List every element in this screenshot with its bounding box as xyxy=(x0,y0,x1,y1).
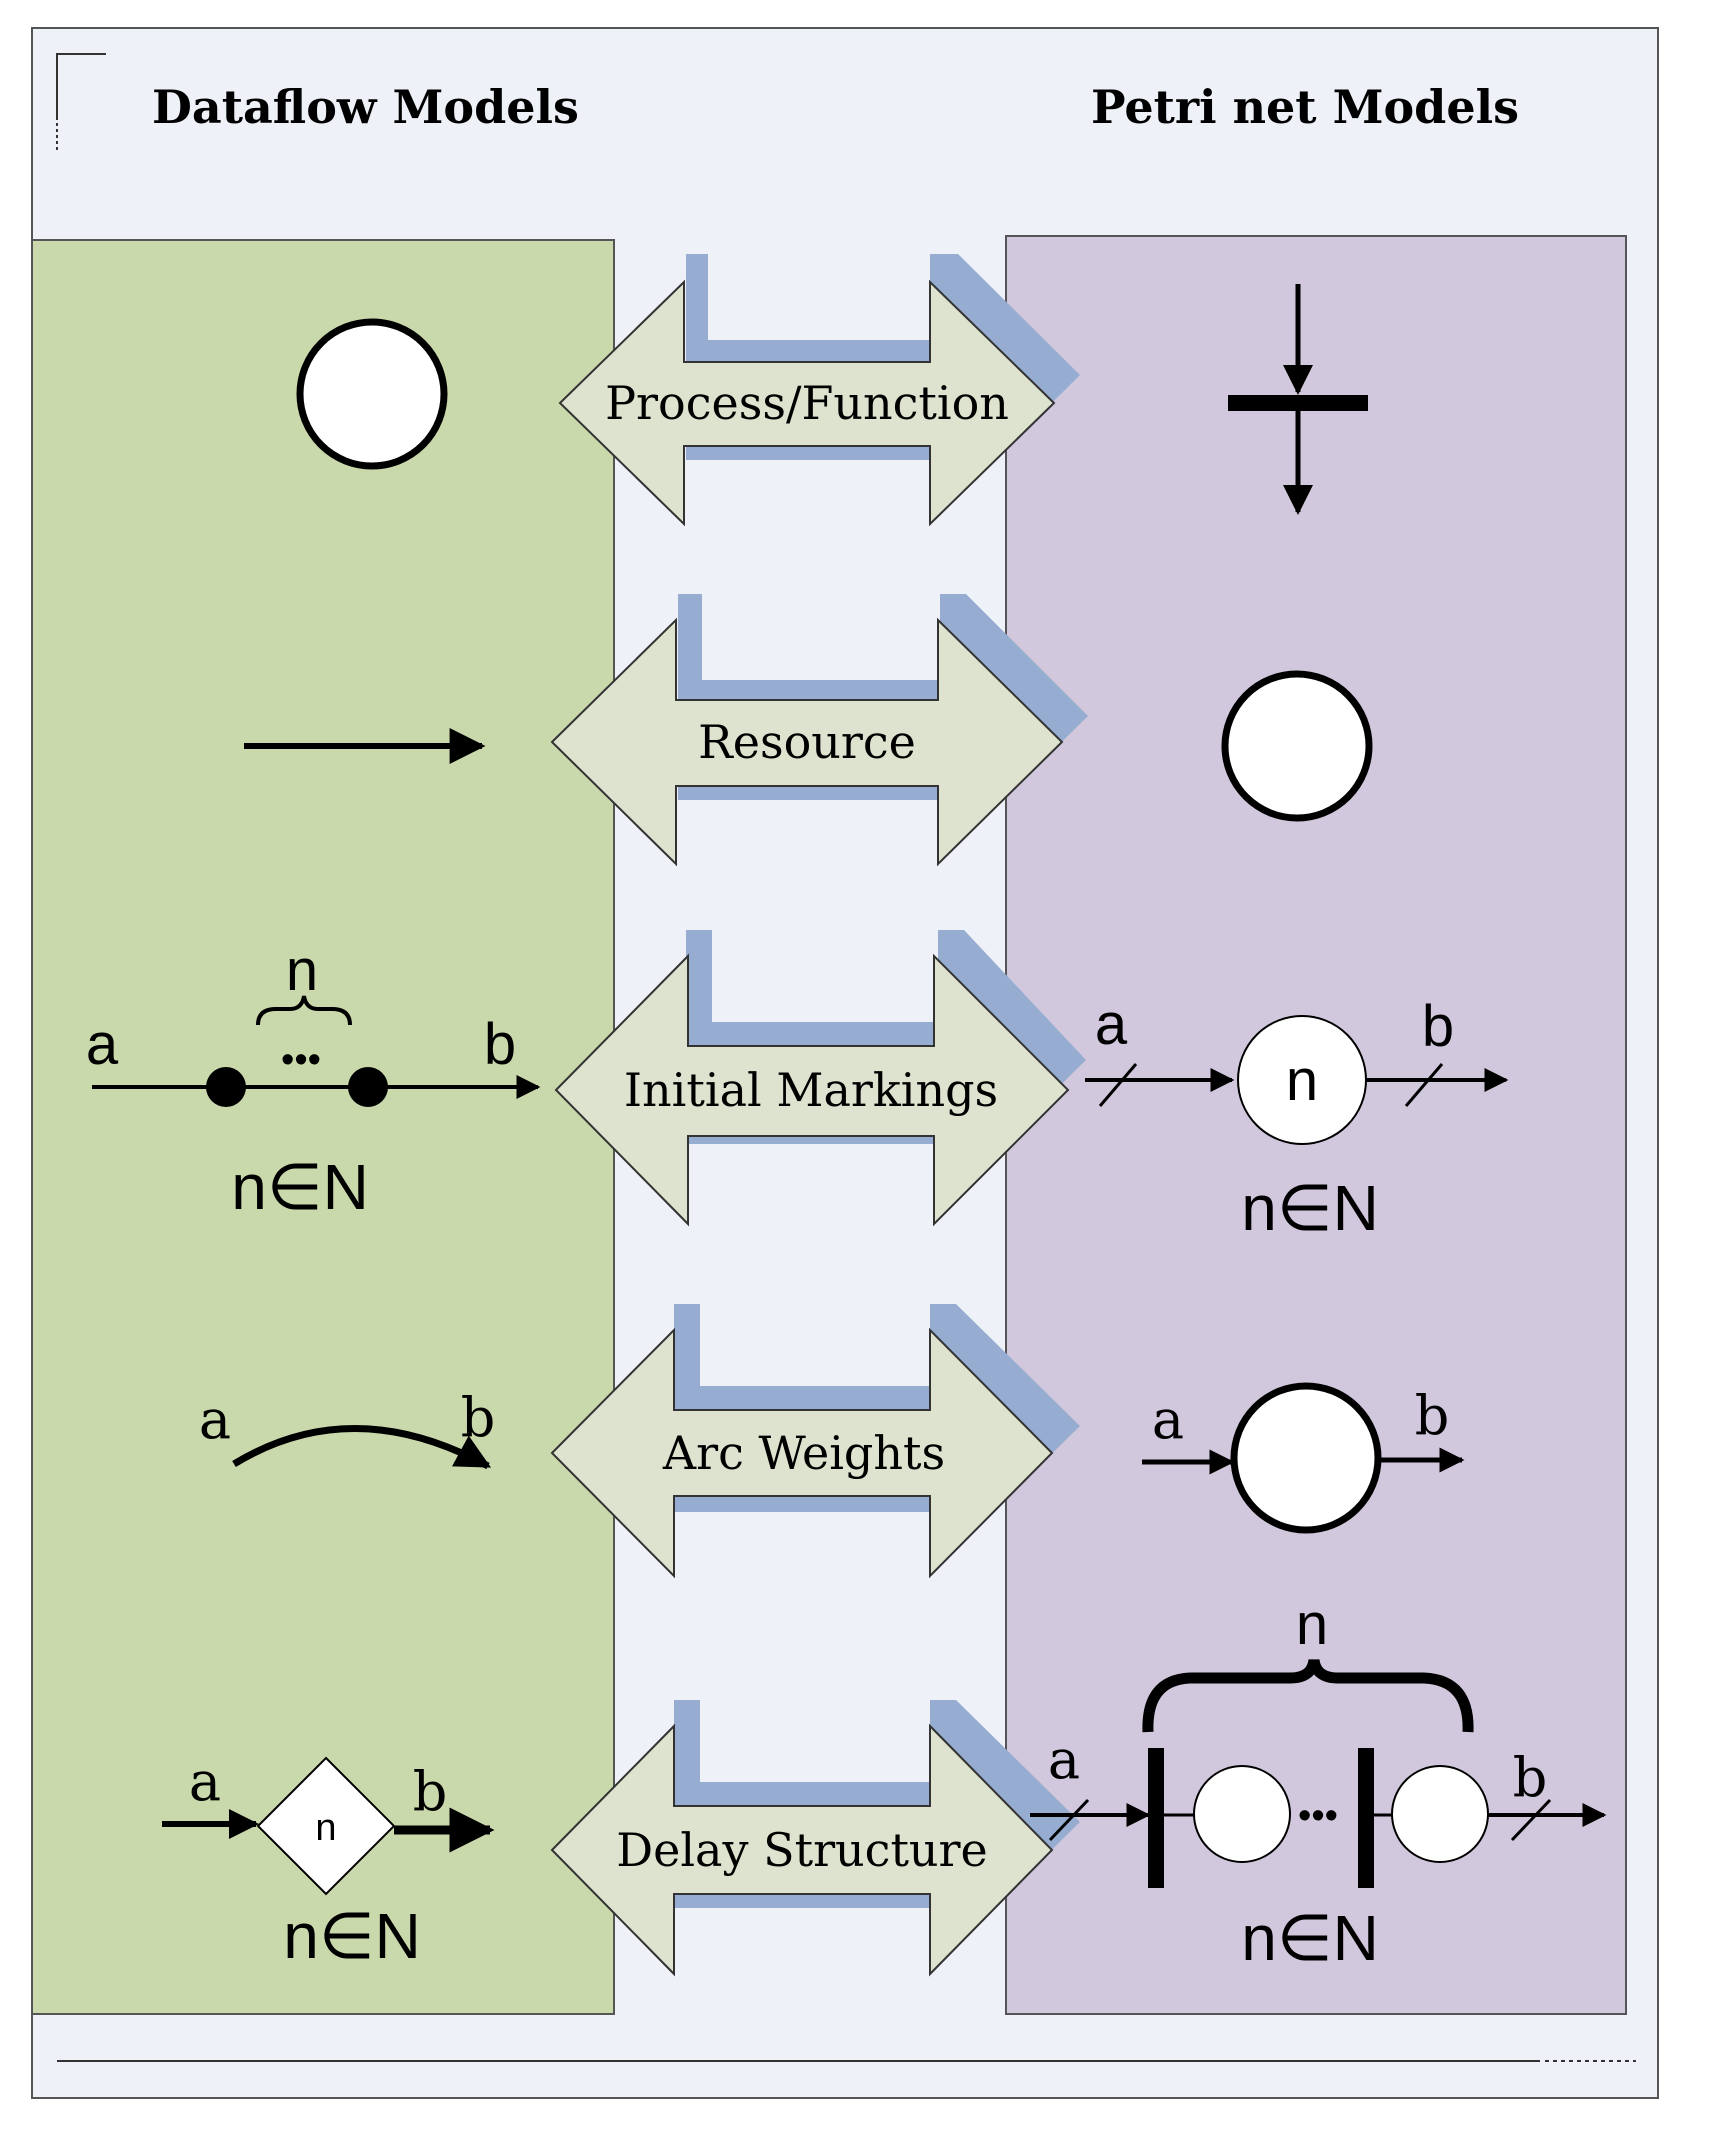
set-label: n∈N xyxy=(1241,1902,1379,1974)
ellipsis-dots: ••• xyxy=(1298,1795,1338,1837)
arrow-initial-markings: Initial Markings xyxy=(554,930,1086,1227)
weight-slash xyxy=(1404,1063,1444,1107)
petri-delay-chain: ••• n a b n∈N xyxy=(1030,1592,1607,1974)
transition-bar xyxy=(1148,1748,1164,1888)
corner-mark xyxy=(56,53,106,152)
diamond-label-n: n xyxy=(315,1807,336,1849)
petri-weighted-place: a b xyxy=(1142,1382,1465,1534)
label-b: b xyxy=(413,1760,448,1823)
place-circle xyxy=(1193,1765,1291,1863)
label-a: a xyxy=(189,1750,221,1813)
place-label-n: n xyxy=(1286,1048,1318,1113)
dataflow-weighted-arc: a b xyxy=(199,1386,496,1470)
arrow-label: Delay Structure xyxy=(616,1823,988,1877)
label-a: a xyxy=(1095,992,1128,1057)
place-circle xyxy=(1230,1382,1382,1534)
transition-bar xyxy=(1228,395,1368,411)
label-a: a xyxy=(1152,1388,1184,1451)
set-label: n∈N xyxy=(1241,1172,1379,1244)
label-b: b xyxy=(1415,1384,1450,1447)
label-a: a xyxy=(1048,1728,1080,1791)
petri-place-circle xyxy=(1221,670,1373,822)
brace xyxy=(256,995,352,1026)
dataflow-delay: n a b n∈N xyxy=(162,1750,495,1972)
label-a: a xyxy=(199,1388,231,1451)
set-label: n∈N xyxy=(231,1151,369,1223)
double-arrow-shape xyxy=(550,1723,1054,1977)
header-petri-net-models: Petri net Models xyxy=(1091,80,1519,134)
weight-slash xyxy=(1048,1798,1090,1842)
arrow-label: Initial Markings xyxy=(624,1063,998,1117)
petri-marked-place: n a b n∈N xyxy=(1085,992,1509,1244)
arrow-label: Resource xyxy=(698,715,916,769)
arrow-process-function: Process/Function xyxy=(558,254,1080,527)
transition-bar xyxy=(1358,1748,1374,1888)
label-b: b xyxy=(1422,994,1454,1059)
place-circle xyxy=(1391,1765,1489,1863)
brace xyxy=(1142,1658,1474,1733)
weight-slash xyxy=(1510,1798,1552,1842)
header-dataflow-models: Dataflow Models xyxy=(152,80,579,134)
arc-curve xyxy=(232,1425,492,1470)
dataflow-initial-tokens: ••• n a b n∈N xyxy=(86,938,541,1223)
petri-transition xyxy=(1228,284,1368,515)
double-arrow-shape xyxy=(550,1327,1054,1579)
label-b: b xyxy=(484,1012,516,1077)
label-b: b xyxy=(1513,1746,1548,1809)
double-arrow-shape xyxy=(558,279,1056,527)
delay-diamond xyxy=(256,1756,396,1896)
label-n: n xyxy=(286,938,318,1003)
arrow-arc-weights: Arc Weights xyxy=(550,1304,1080,1579)
token-dot xyxy=(348,1067,388,1107)
arrow-label: Process/Function xyxy=(605,376,1009,430)
label-b: b xyxy=(461,1386,496,1449)
double-arrow-shape xyxy=(550,617,1064,867)
arrow-label: Arc Weights xyxy=(662,1426,945,1480)
dataflow-actor-circle xyxy=(296,318,448,470)
weight-slash xyxy=(1098,1063,1138,1107)
label-a: a xyxy=(86,1012,119,1077)
arrow-resource: Resource xyxy=(550,594,1088,867)
ellipsis-dots: ••• xyxy=(281,1039,321,1081)
label-n: n xyxy=(1296,1592,1328,1657)
set-label: n∈N xyxy=(283,1900,421,1972)
dataflow-panel xyxy=(31,239,615,2015)
token-dot xyxy=(206,1067,246,1107)
double-arrow-shape xyxy=(554,953,1070,1227)
arrow-delay-structure: Delay Structure xyxy=(550,1700,1080,1977)
